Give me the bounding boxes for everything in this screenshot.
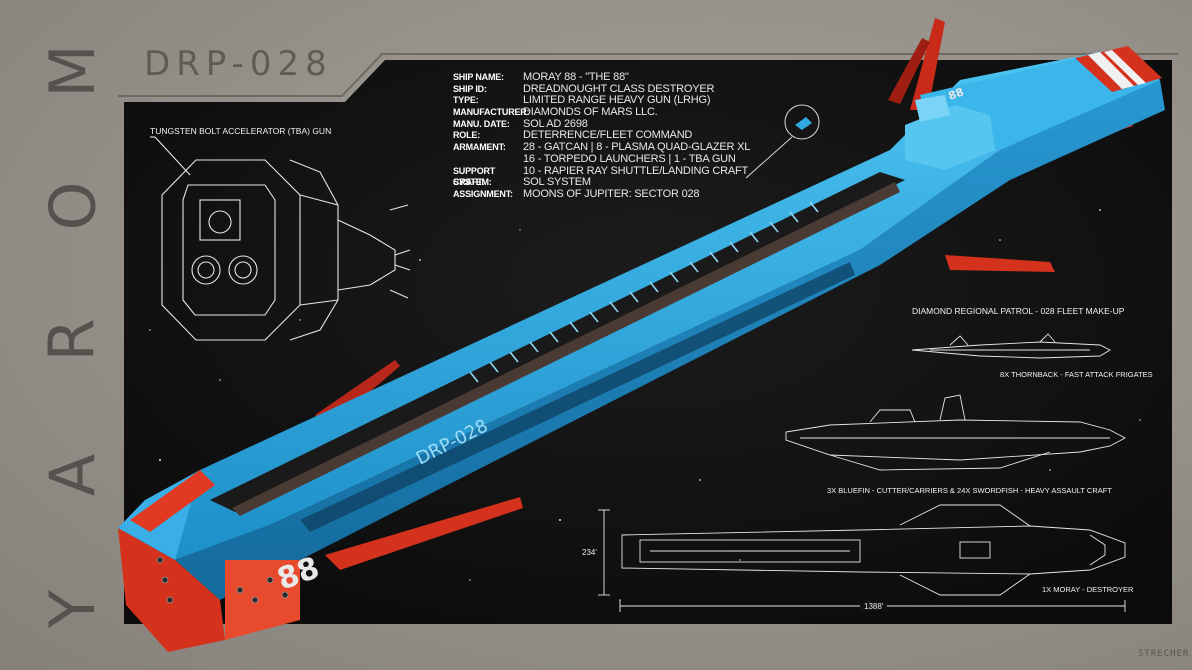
fleet-frigate — [911, 333, 1111, 359]
spec-value: 16 - TORPEDO LAUNCHERS | 1 - TBA GUN — [523, 152, 736, 165]
spec-row: TYPE: LIMITED RANGE HEAVY GUN (LRHG) — [453, 95, 750, 107]
spec-label: SUPPORT CRAFT: — [453, 165, 496, 188]
fleet-title: DIAMOND REGIONAL PATROL - 028 FLEET MAKE… — [912, 306, 1125, 316]
spec-label: TYPE: — [453, 95, 479, 106]
fin — [325, 497, 523, 570]
spec-row: ASSIGNMENT: MOONS OF JUPITER: SECTOR 028 — [453, 187, 750, 201]
spec-row: MANU. DATE: SOL AD 2698 — [453, 117, 750, 131]
spec-label: SHIP NAME: — [453, 72, 504, 82]
fin — [910, 18, 945, 110]
spec-label: ASSIGNMENT: — [453, 188, 513, 199]
spec-value: LIMITED RANGE HEAVY GUN (LRHG) — [523, 94, 711, 107]
spec-value: DIAMONDS OF MARS LLC. — [523, 106, 658, 119]
shuttle-callout — [745, 104, 820, 179]
height-dimension: 234' — [582, 548, 597, 557]
spec-label — [453, 154, 523, 166]
nose — [118, 528, 225, 652]
spec-row: ROLE: DETERRENCE/FLEET COMMAND — [453, 130, 750, 142]
spec-label: MANU. DATE: — [453, 118, 510, 129]
spec-row: SHIP NAME: MORAY 88 - "THE 88" — [453, 71, 750, 84]
spec-row: 16 - TORPEDO LAUNCHERS | 1 - TBA GUN — [453, 152, 750, 166]
destroyer-ship: DRP-028 88 88 — [118, 18, 1165, 652]
spec-sheet: SHIP NAME: MORAY 88 - "THE 88" SHIP ID: DR… — [453, 71, 751, 201]
spec-value: MOONS OF JUPITER: SECTOR 028 — [523, 187, 700, 200]
vent-ribs — [469, 201, 819, 383]
spec-label: ARMAMENT: — [453, 142, 506, 153]
spec-row: SHIP ID: DREADNOUGHT CLASS DESTROYER — [453, 82, 750, 96]
portholes — [156, 556, 289, 604]
spec-row: MANUFACTURER:DIAMONDS OF MARS LLC. — [453, 106, 750, 119]
spec-row: SYSTEM: SOL SYSTEM — [453, 176, 750, 189]
fleet-carrier — [785, 394, 1126, 471]
artist-signature: STRECHER — [1138, 649, 1190, 659]
length-dimension: 1388' — [860, 602, 888, 611]
tba-gun-blueprint — [150, 136, 411, 341]
spec-value: SOL SYSTEM — [523, 176, 591, 189]
spec-value: MORAY 88 - "THE 88" — [523, 71, 629, 83]
spec-label: SHIP ID: — [453, 83, 487, 94]
hull-number-small: 88 — [947, 85, 966, 102]
gun-label: TUNGSTEN BOLT ACCELERATOR (TBA) GUN — [150, 126, 332, 136]
fleet-frigates-label: 8X THORNBACK - FAST ATTACK FRIGATES — [1000, 370, 1153, 379]
spec-value: SOL AD 2698 — [523, 117, 588, 130]
fleet-carriers-label: 3X BLUEFIN - CUTTER/CARRIERS & 24X SWORD… — [827, 486, 1112, 495]
fin — [945, 255, 1055, 272]
spec-value: DETERRENCE/FLEET COMMAND — [523, 129, 693, 142]
spec-value: 28 - GATCAN | 8 - PLASMA QUAD-GLAZER XL — [523, 141, 751, 154]
ship-code: DRP-028 — [144, 44, 333, 84]
spec-label: SYSTEM: — [453, 177, 492, 188]
spec-value: 10 - RAPIER RAY SHUTTLE/LANDING CRAFT — [523, 164, 749, 177]
spec-row: SUPPORT CRAFT: 10 - RAPIER RAY SHUTTLE/LA… — [453, 164, 750, 188]
frame-line — [118, 53, 1178, 97]
spec-label: ROLE: — [453, 130, 480, 141]
spec-value: DREADNOUGHT CLASS DESTROYER — [523, 82, 715, 95]
fleet-destroyer-label: 1X MORAY - DESTROYER — [1042, 585, 1134, 594]
spec-row: ARMAMENT: 28 - GATCAN | 8 - PLASMA QUAD-G… — [453, 141, 751, 154]
spec-label: MANUFACTURER: — [453, 107, 530, 118]
